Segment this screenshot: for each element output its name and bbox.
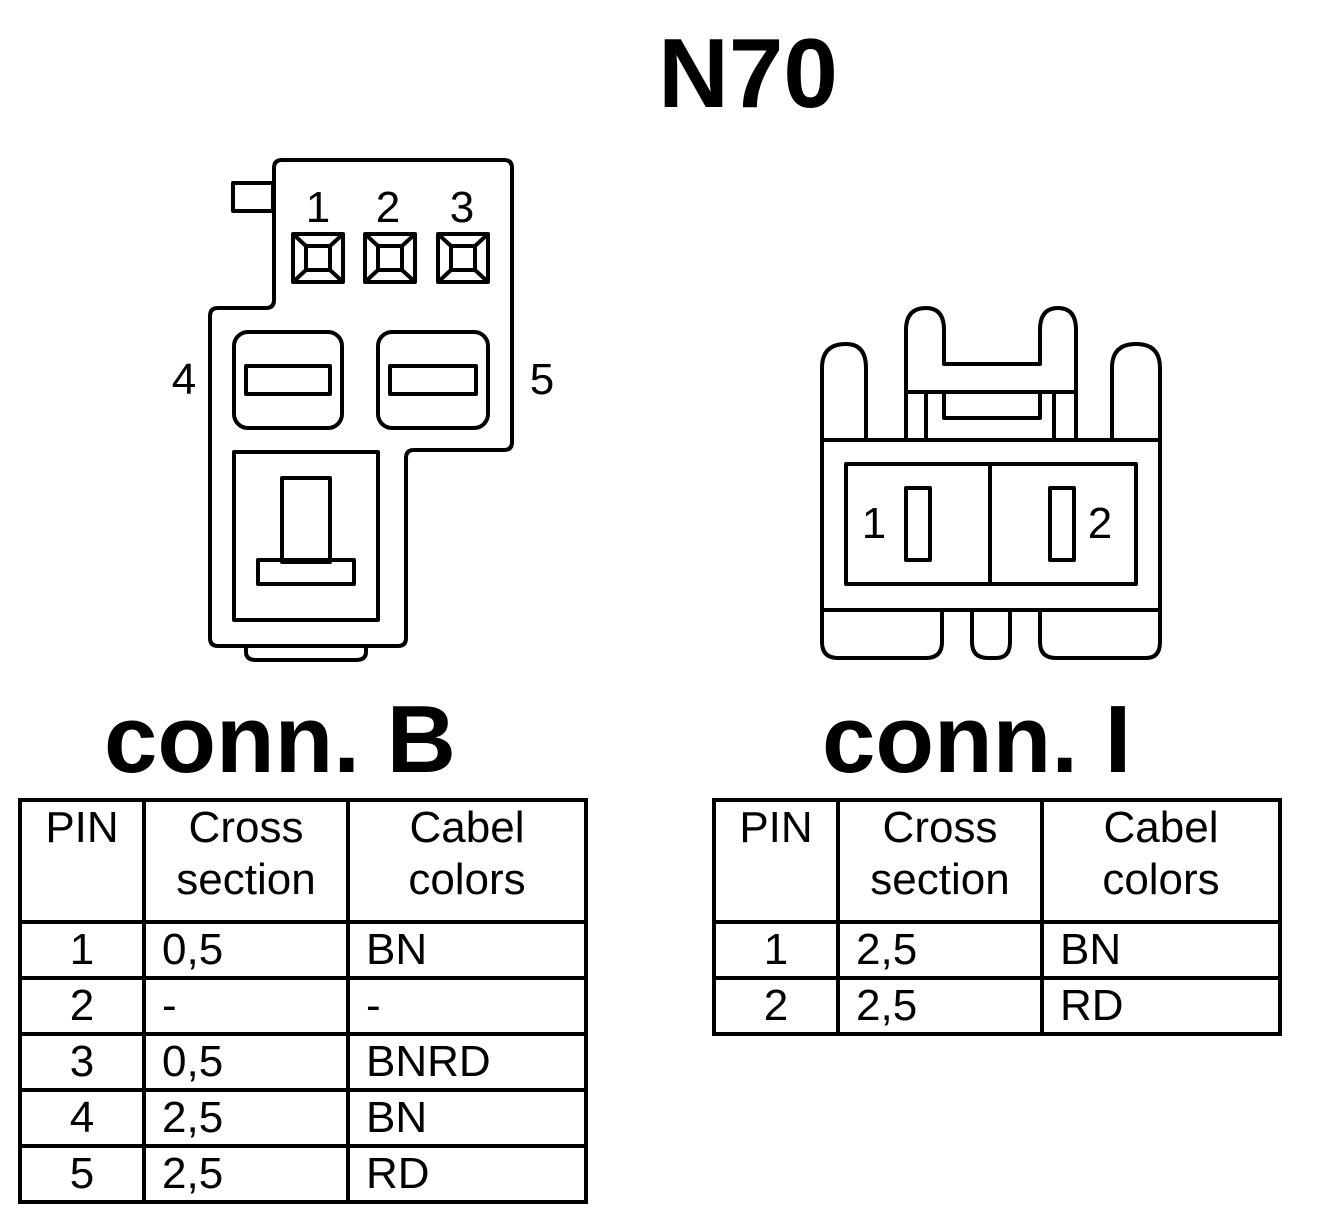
pin-3-square — [436, 232, 490, 284]
cell-color: RD — [1040, 976, 1282, 1036]
cell-cross: 2,5 — [836, 920, 1044, 980]
header-cross-section: Cross section — [142, 798, 350, 924]
cell-cross: 2,5 — [142, 1144, 350, 1204]
pin-5-slot — [376, 330, 490, 430]
header-cabel-colors: Cabel colors — [1040, 798, 1282, 924]
pin-label: 3 — [450, 183, 474, 232]
pin-label: 2 — [376, 183, 400, 232]
cell-pin: 2 — [18, 976, 146, 1036]
cell-color: - — [346, 976, 588, 1036]
cell-pin: 2 — [712, 976, 840, 1036]
cell-pin: 1 — [712, 920, 840, 980]
pin-2-square — [363, 232, 417, 284]
pin-2-blade — [1048, 486, 1076, 562]
table-row: 5 2,5 RD — [18, 1144, 588, 1204]
pin-label: 2 — [1088, 499, 1112, 548]
pin-4-slot — [232, 330, 344, 430]
pin-label: 4 — [172, 355, 196, 404]
connector-i-pin-labels: 1 2 — [862, 499, 1112, 548]
table-row: 1 0,5 BN — [18, 920, 588, 980]
table-row: 1 2,5 BN — [712, 920, 1282, 980]
connector-i-pin-table: PIN Cross section Cabel colors 1 2,5 BN … — [712, 798, 1282, 1036]
header-cross-section: Cross section — [836, 798, 1044, 924]
cell-cross: 2,5 — [142, 1088, 350, 1148]
cell-color: BN — [346, 1088, 588, 1148]
connector-b-pin-table: PIN Cross section Cabel colors 1 0,5 BN … — [18, 798, 588, 1204]
header-cabel-colors: Cabel colors — [346, 798, 588, 924]
table-header-row: PIN Cross section Cabel colors — [712, 798, 1282, 924]
connector-b-drawing — [208, 158, 514, 662]
pin-1-blade — [904, 486, 932, 562]
table-row: 4 2,5 BN — [18, 1088, 588, 1148]
header-pin: PIN — [18, 798, 146, 924]
cell-color: BN — [346, 920, 588, 980]
cell-cross: 2,5 — [836, 976, 1044, 1036]
connector-b-pin-labels: 1 2 3 4 5 — [172, 183, 554, 404]
header-pin: PIN — [712, 798, 840, 924]
cell-pin: 1 — [18, 920, 146, 980]
connector-b-title: conn. B — [104, 686, 456, 793]
cell-color: BN — [1040, 920, 1282, 980]
table-row: 2 - - — [18, 976, 588, 1036]
page-title: N70 — [658, 18, 838, 128]
table-header-row: PIN Cross section Cabel colors — [18, 798, 588, 924]
cell-cross: 0,5 — [142, 1032, 350, 1092]
cell-pin: 3 — [18, 1032, 146, 1092]
pin-label: 5 — [530, 355, 554, 404]
cell-pin: 4 — [18, 1088, 146, 1148]
cell-color: BNRD — [346, 1032, 588, 1092]
cell-cross: 0,5 — [142, 920, 350, 980]
cell-cross: - — [142, 976, 350, 1036]
connector-i-drawing — [820, 306, 1162, 660]
connector-drawings: 1 2 3 4 5 1 2 — [172, 158, 1162, 662]
pin-label: 1 — [862, 499, 886, 548]
pin-label: 1 — [306, 183, 330, 232]
connector-i-title: conn. I — [822, 686, 1132, 793]
table-row: 2 2,5 RD — [712, 976, 1282, 1036]
pin-1-square — [291, 232, 345, 284]
table-row: 3 0,5 BNRD — [18, 1032, 588, 1092]
cell-color: RD — [346, 1144, 588, 1204]
cell-pin: 5 — [18, 1144, 146, 1204]
